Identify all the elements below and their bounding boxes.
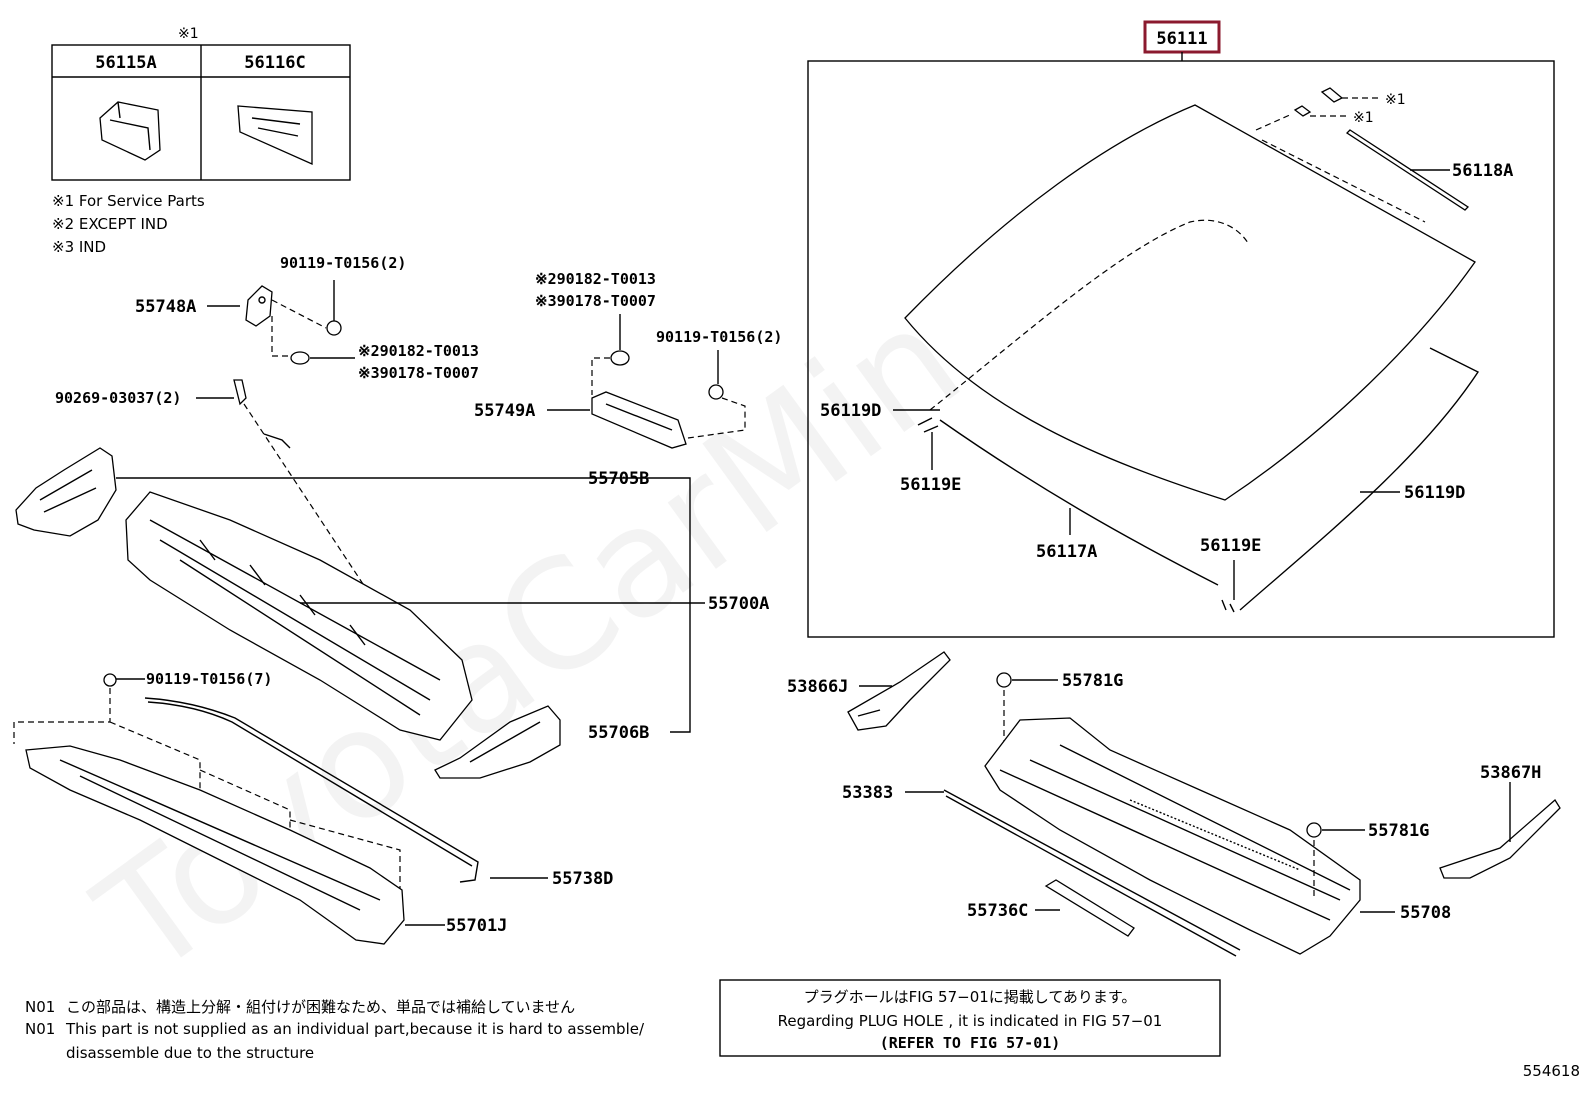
- label-53866J[interactable]: 53866J: [787, 677, 848, 697]
- plug-hole-reference-box: プラグホールはFIG 57−01に掲載してあります。 Regarding PLU…: [719, 979, 1221, 1057]
- label-56119E-left[interactable]: 56119E: [900, 475, 961, 495]
- plate-56116C-drawing: [237, 105, 313, 166]
- legend-item-1: ※1 For Service Parts: [52, 192, 205, 210]
- marker-1a: ※1: [1385, 92, 1406, 108]
- label-56111[interactable]: 56111: [1156, 29, 1207, 49]
- label-55749A[interactable]: 55749A: [474, 401, 535, 421]
- plug-box-line-1: プラグホールはFIG 57−01に掲載してあります。: [804, 988, 1137, 1006]
- clip-56115A-drawing: [99, 101, 161, 161]
- plug-box-line-2: Regarding PLUG HOLE , it is indicated in…: [778, 1012, 1163, 1030]
- label-56119E-right[interactable]: 56119E: [1200, 536, 1261, 556]
- label-90182-mid[interactable]: ※290182-T0013: [535, 270, 656, 288]
- label-55781G-bottom[interactable]: 55781G: [1368, 821, 1429, 841]
- label-53867H[interactable]: 53867H: [1480, 763, 1541, 783]
- service-parts-table: ※1 56115A 56116C: [51, 26, 351, 181]
- label-90119-lower[interactable]: 90119-T0156(7): [146, 670, 272, 688]
- label-90269[interactable]: 90269-03037(2): [55, 389, 181, 407]
- label-56118A[interactable]: 56118A: [1452, 161, 1513, 181]
- label-55748A[interactable]: 55748A: [135, 297, 196, 317]
- label-55708[interactable]: 55708: [1400, 903, 1451, 923]
- label-55736C[interactable]: 55736C: [967, 901, 1028, 921]
- label-90178-mid[interactable]: ※390178-T0007: [535, 292, 656, 310]
- label-55700A[interactable]: 55700A: [708, 594, 769, 614]
- note-n01-jp-code: N01: [25, 998, 55, 1016]
- plug-box-line-3[interactable]: (REFER TO FIG 57-01): [880, 1034, 1061, 1052]
- legend-item-2: ※2 EXCEPT IND: [52, 215, 168, 233]
- table-marker: ※1: [178, 26, 199, 42]
- cowl-assembly: 55705B 55700A 55706B 90119-T0156(7) 5573…: [13, 447, 769, 945]
- label-56117A[interactable]: 56117A: [1036, 542, 1097, 562]
- table-header-56115A[interactable]: 56115A: [95, 53, 156, 73]
- legend: ※1 For Service Parts ※2 EXCEPT IND ※3 IN…: [52, 192, 205, 256]
- note-n01-en-line2: disassemble due to the structure: [66, 1044, 314, 1062]
- bracket-55748A: 55748A 90119-T0156(2) ※290182-T0013 ※390…: [135, 254, 479, 382]
- label-90119-top-left[interactable]: 90119-T0156(2): [280, 254, 406, 272]
- table-header-56116C[interactable]: 56116C: [244, 53, 305, 73]
- cowl-louver-assembly: 53866J 55781G 55708 55781G 53383 55736C …: [787, 651, 1561, 957]
- legend-item-3: ※3 IND: [52, 238, 106, 256]
- label-56119D-right[interactable]: 56119D: [1404, 483, 1465, 503]
- label-53383[interactable]: 53383: [842, 783, 893, 803]
- label-90119-mid[interactable]: 90119-T0156(2): [656, 328, 782, 346]
- marker-1b: ※1: [1353, 110, 1374, 126]
- label-55705B[interactable]: 55705B: [588, 469, 649, 489]
- windshield-glass: [904, 104, 1476, 501]
- note-n01-jp-text: この部品は、構造上分解・組付けが困難なため、単品では補給していません: [66, 998, 575, 1016]
- label-90178-left[interactable]: ※390178-T0007: [358, 364, 479, 382]
- windshield-group: 56111 ※1 ※1 56118A 56119D 56119E 56117A …: [807, 20, 1555, 638]
- label-55701J[interactable]: 55701J: [446, 916, 507, 936]
- notes: N01 この部品は、構造上分解・組付けが困難なため、単品では補給していません N…: [25, 998, 645, 1062]
- bracket-55749A: ※290182-T0013 ※390178-T0007 90119-T0156(…: [474, 270, 782, 449]
- note-n01-en-code: N01: [25, 1020, 55, 1038]
- figure-number: 554618: [1523, 1062, 1580, 1080]
- label-90182-left[interactable]: ※290182-T0013: [358, 342, 479, 360]
- label-55738D[interactable]: 55738D: [552, 869, 613, 889]
- label-55781G-top[interactable]: 55781G: [1062, 671, 1123, 691]
- label-56119D-left[interactable]: 56119D: [820, 401, 881, 421]
- note-n01-en-line1: This part is not supplied as an individu…: [65, 1020, 645, 1038]
- label-55706B[interactable]: 55706B: [588, 723, 649, 743]
